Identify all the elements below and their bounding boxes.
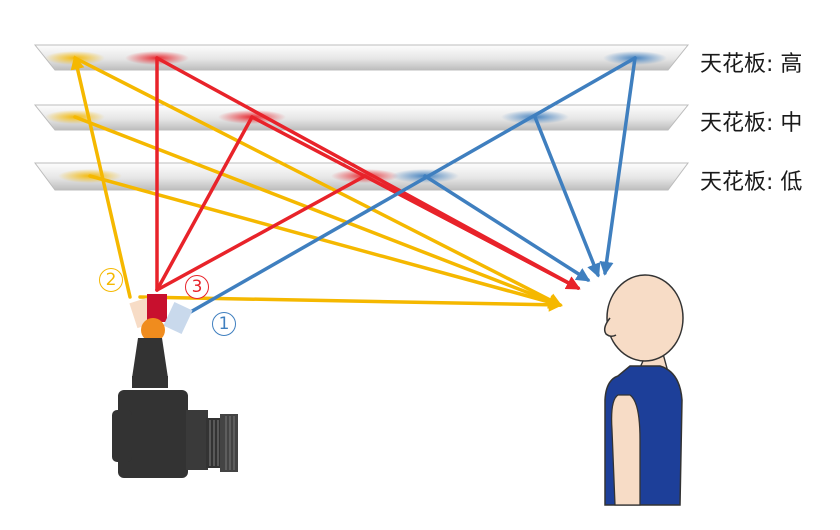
red-rays — [155, 56, 581, 292]
ceiling-high-panel — [33, 44, 690, 71]
person-icon — [603, 274, 684, 506]
ceiling-label-low: 天花板: 低 — [700, 170, 803, 195]
camera-icon — [112, 294, 238, 478]
blue-rays — [178, 56, 637, 320]
ceiling-mid-panel — [33, 104, 690, 131]
flash-position-2-label: 2 — [99, 268, 123, 292]
ceiling-label-mid: 天花板: 中 — [700, 111, 803, 136]
flash-position-1-label: 1 — [212, 312, 236, 336]
flash-position-3-label: 3 — [185, 275, 209, 299]
ceiling-label-high: 天花板: 高 — [700, 52, 803, 77]
